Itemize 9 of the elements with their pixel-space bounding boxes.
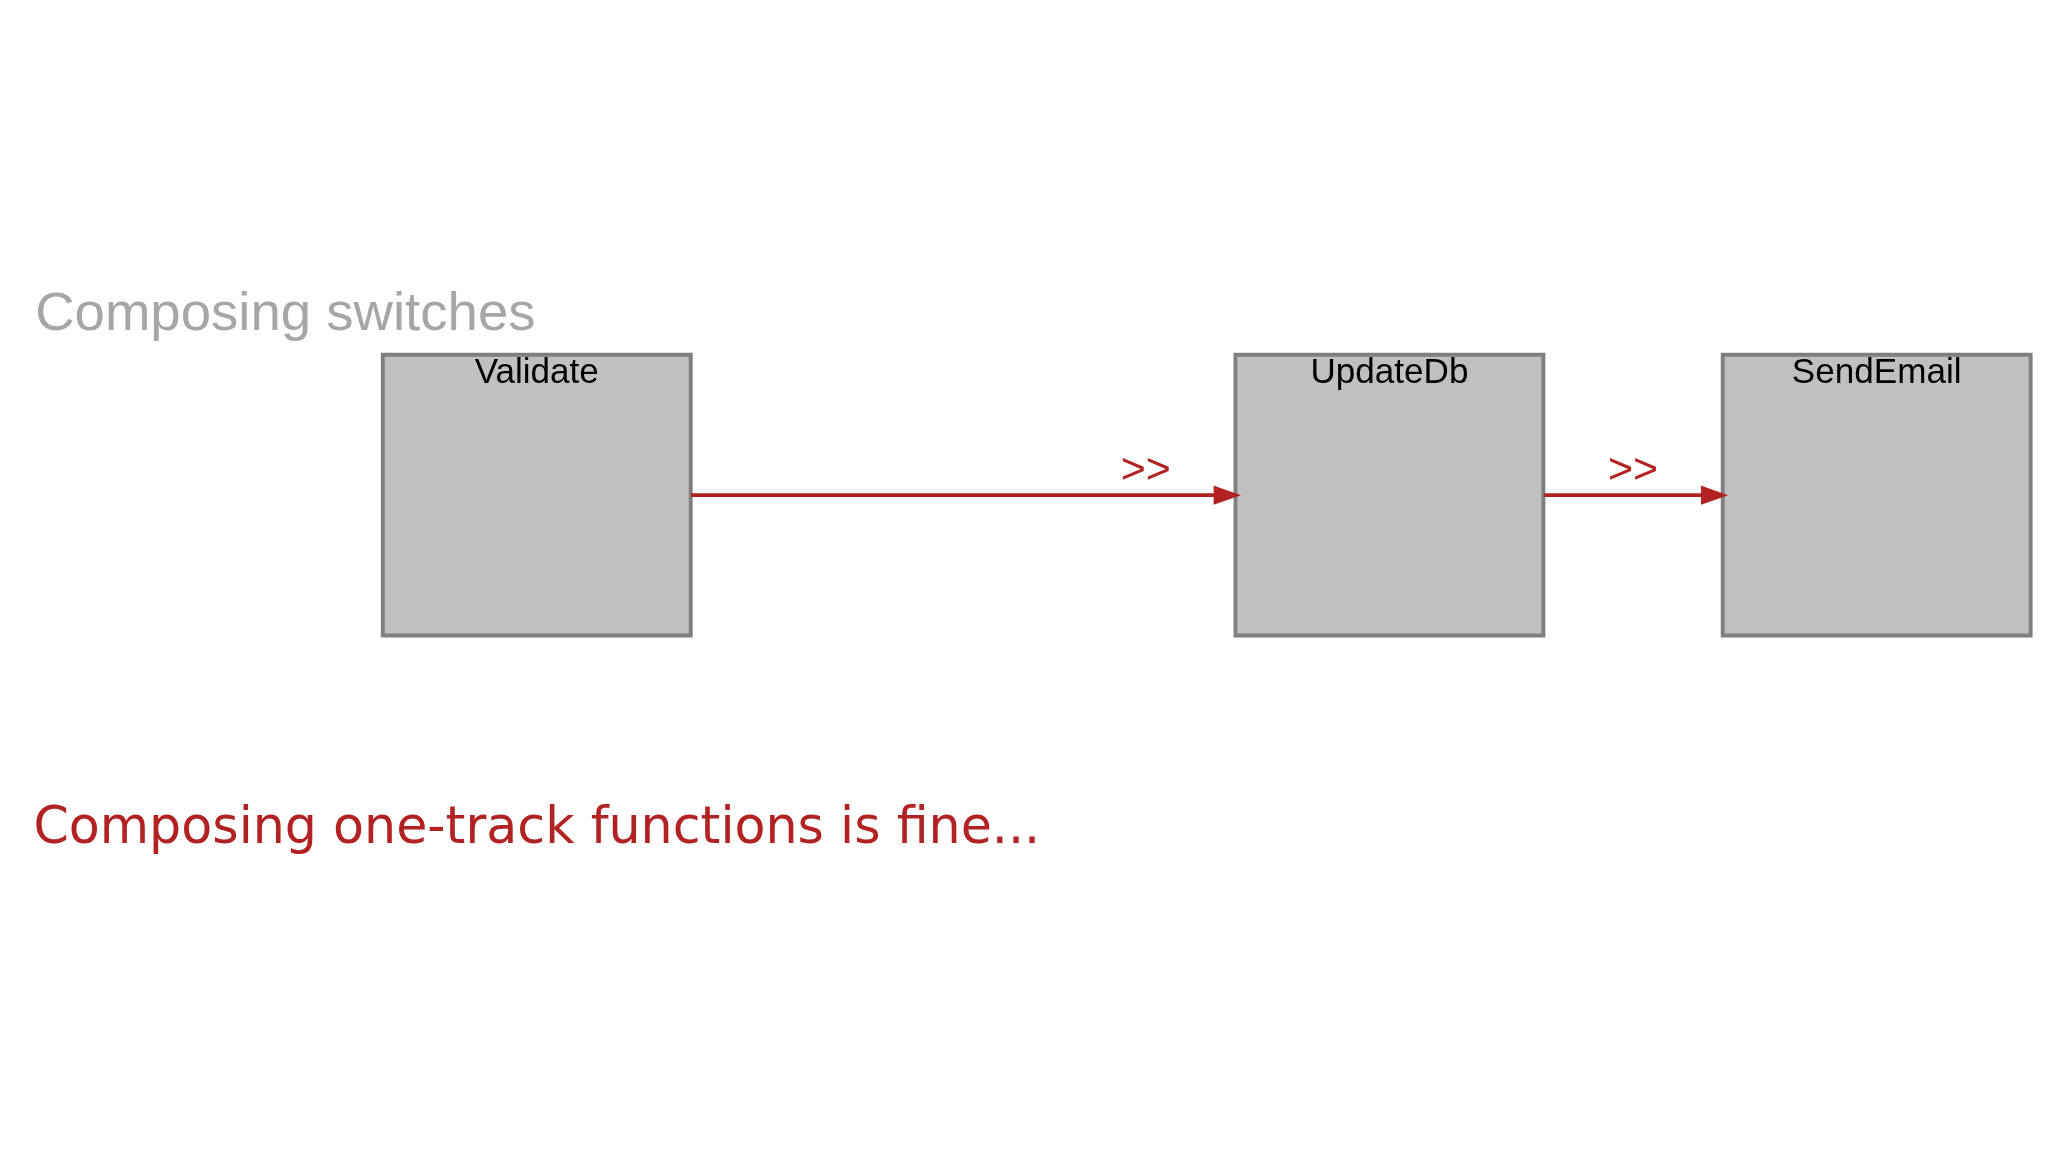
edge-label: >>	[1608, 443, 1659, 492]
edge-label: >>	[1120, 443, 1171, 492]
arrow	[690, 485, 1241, 505]
arrow	[1543, 485, 1729, 505]
diagram-title: Composing switches	[35, 280, 536, 342]
node-box: SendEmail	[1720, 352, 2033, 637]
node-box: Validate	[380, 352, 693, 637]
caption: Composing one-track functions is fine...	[33, 795, 1041, 855]
node-box: UpdateDb	[1233, 352, 1546, 637]
